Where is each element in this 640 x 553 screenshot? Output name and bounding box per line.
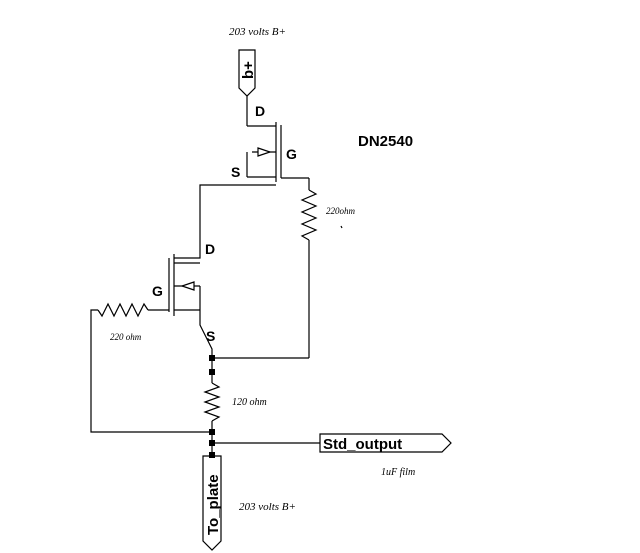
bplus-port: [238, 49, 256, 97]
q1-source-label: S: [231, 164, 240, 180]
q1-gate-label: G: [286, 146, 297, 162]
part-name-label: DN2540: [358, 133, 413, 150]
bplus-port-label: b+: [240, 61, 257, 79]
to-plate-port: [202, 455, 222, 551]
supply-label-top: 203 volts B+: [229, 26, 286, 38]
r-gate-bottom-resistor: [90, 302, 212, 433]
q2-drain-label: D: [205, 241, 215, 257]
to-plate-label: To_plate: [205, 474, 222, 535]
junction-dots: [209, 355, 215, 458]
supply-label-bottom: 203 volts B+: [239, 501, 296, 513]
r-gate-top-label: 220ohm: [326, 206, 356, 216]
r-load-label: 120 ohm: [232, 397, 267, 408]
q2-source-label: S: [206, 328, 215, 344]
q1-drain-label: D: [255, 103, 265, 119]
q1-mosfet-symbol: [246, 96, 309, 186]
q2-mosfet-symbol: [148, 254, 201, 316]
std-output-port: [319, 433, 452, 453]
r-gate-top-resistor: [300, 178, 318, 358]
std-output-label: Std_output: [323, 436, 402, 453]
cap-note-label: 1uF film: [381, 467, 415, 478]
r-gate-bottom-label: 220 ohm: [110, 332, 142, 342]
q2-gate-label: G: [152, 283, 163, 299]
